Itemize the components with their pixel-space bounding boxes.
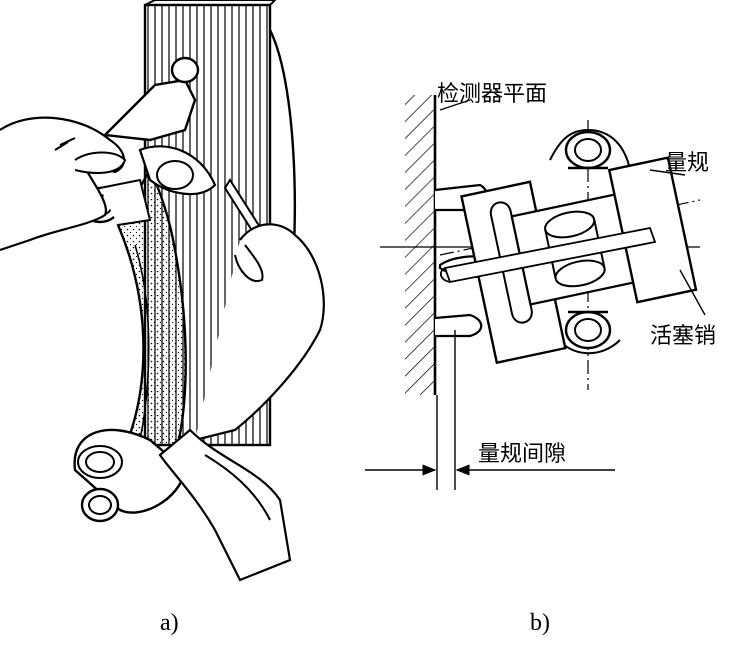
detector-plane-wall <box>405 95 437 395</box>
connecting-rod <box>73 167 187 523</box>
detector-plane-label: 检测器平面 <box>437 82 548 107</box>
gauge-leader <box>649 169 686 176</box>
caption-a: a) <box>160 610 179 636</box>
caption-b: b) <box>530 610 550 636</box>
gap-dimension <box>365 330 615 490</box>
gauge-label: 量规 <box>665 151 710 176</box>
gauge-tool <box>102 56 217 196</box>
panel-a-illustration <box>0 0 325 582</box>
gauge-gap-label: 量规间隙 <box>478 442 567 467</box>
panel-b-diagram <box>365 95 706 490</box>
piston-pin-leader <box>679 269 706 316</box>
detector-plane-leader <box>439 99 471 111</box>
piston-pin-label: 活塞销 <box>650 324 717 349</box>
piston-pin <box>439 226 657 284</box>
top-pin-boss <box>549 128 631 171</box>
left-hand <box>0 116 127 252</box>
bottom-pin-boss <box>559 310 621 355</box>
right-hand <box>158 223 325 582</box>
